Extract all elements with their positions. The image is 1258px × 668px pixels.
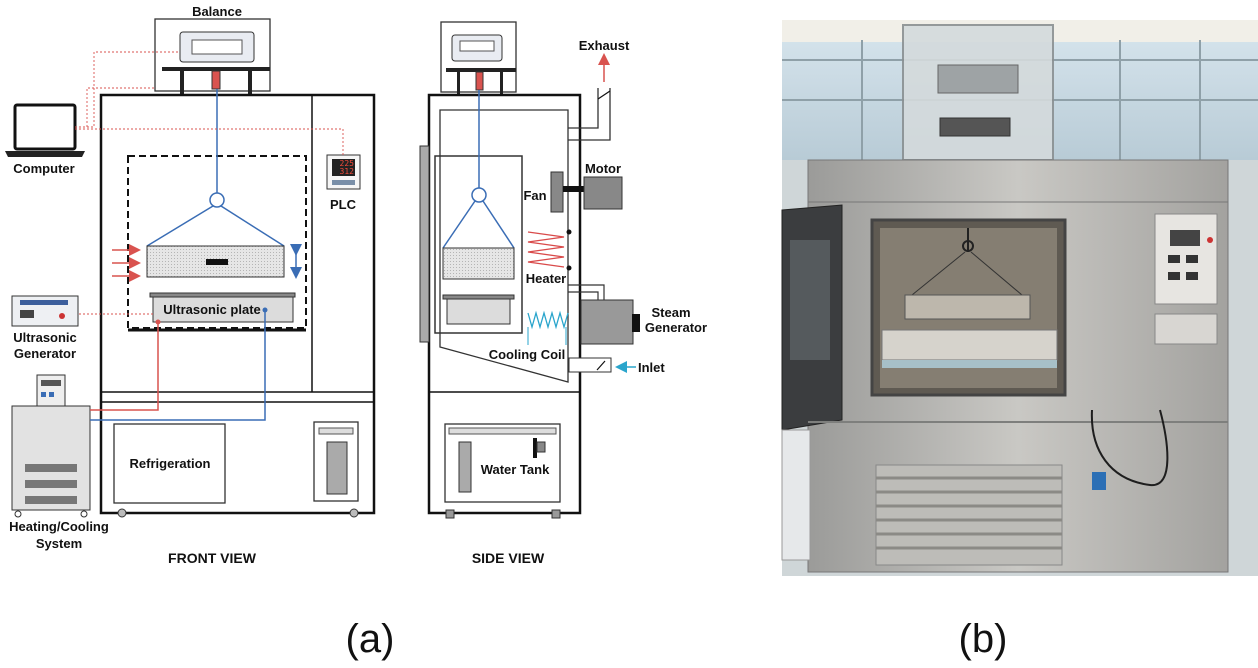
computer-icon bbox=[13, 103, 77, 151]
svg-text:312: 312 bbox=[340, 167, 355, 176]
side-view-label: SIDE VIEW bbox=[472, 550, 545, 566]
hook-icon bbox=[209, 192, 225, 208]
front-cabinet bbox=[99, 93, 376, 515]
svg-text:System: System bbox=[36, 536, 82, 551]
air-duct bbox=[439, 109, 569, 383]
refrigeration-label: Refrigeration bbox=[130, 456, 211, 471]
plc-label: PLC bbox=[330, 197, 357, 212]
motor-icon bbox=[583, 176, 623, 210]
front-view: Balance Ultrasonic plate 225 312 bbox=[5, 4, 376, 566]
cooling-coil bbox=[527, 310, 569, 330]
cooling-coil-label: Cooling Coil bbox=[489, 347, 566, 362]
photo-tray bbox=[904, 294, 1031, 320]
svg-text:Generator: Generator bbox=[14, 346, 76, 361]
steam-generator-icon bbox=[580, 299, 634, 345]
caster bbox=[117, 508, 127, 518]
sample-tray bbox=[442, 247, 515, 280]
plc-signal-line bbox=[75, 128, 344, 155]
caption-a: (a) bbox=[346, 617, 395, 661]
front-view-label: FRONT VIEW bbox=[168, 550, 257, 566]
refrigeration-unit bbox=[113, 423, 226, 504]
ultrasonic-plate bbox=[152, 296, 294, 323]
fan-icon bbox=[550, 171, 564, 213]
balance-label: Balance bbox=[192, 4, 242, 19]
inlet-duct bbox=[568, 357, 612, 373]
balance-signal-line bbox=[75, 51, 180, 128]
caption-b: (b) bbox=[959, 617, 1008, 661]
inlet-label: Inlet bbox=[638, 360, 665, 375]
hot-fluid-line bbox=[90, 322, 159, 411]
heating-cooling-label: Heating/Cooling bbox=[9, 519, 109, 534]
return-fluid-line bbox=[90, 310, 266, 421]
hook-icon bbox=[471, 187, 487, 203]
photo-vent bbox=[875, 464, 1063, 566]
caster bbox=[349, 508, 359, 518]
svg-text:Generator: Generator bbox=[645, 320, 707, 335]
equipment-photo bbox=[781, 20, 1258, 576]
side-ultrasonic-plate bbox=[446, 298, 511, 325]
water-tank-label: Water Tank bbox=[481, 462, 550, 477]
damper-icon bbox=[596, 360, 606, 371]
heater-label: Heater bbox=[526, 271, 566, 286]
steam-generator-label: Steam bbox=[651, 305, 690, 320]
computer-label: Computer bbox=[13, 161, 74, 176]
side-view: Exhaust Motor Fan Heater Steam Generator… bbox=[419, 21, 707, 566]
heating-cooling-controller bbox=[36, 374, 66, 407]
exhaust-label: Exhaust bbox=[579, 38, 630, 53]
fan-label: Fan bbox=[523, 188, 546, 203]
svg-text:225: 225 bbox=[340, 159, 355, 168]
ultrasonic-plate-label: Ultrasonic plate bbox=[163, 302, 261, 317]
heating-cooling-system-icon bbox=[11, 405, 91, 511]
damper-icon bbox=[597, 90, 611, 100]
door bbox=[419, 145, 430, 343]
motor-label: Motor bbox=[585, 161, 621, 176]
heater-coil bbox=[527, 231, 565, 268]
ultrasonic-generator-label: Ultrasonic bbox=[13, 330, 77, 345]
